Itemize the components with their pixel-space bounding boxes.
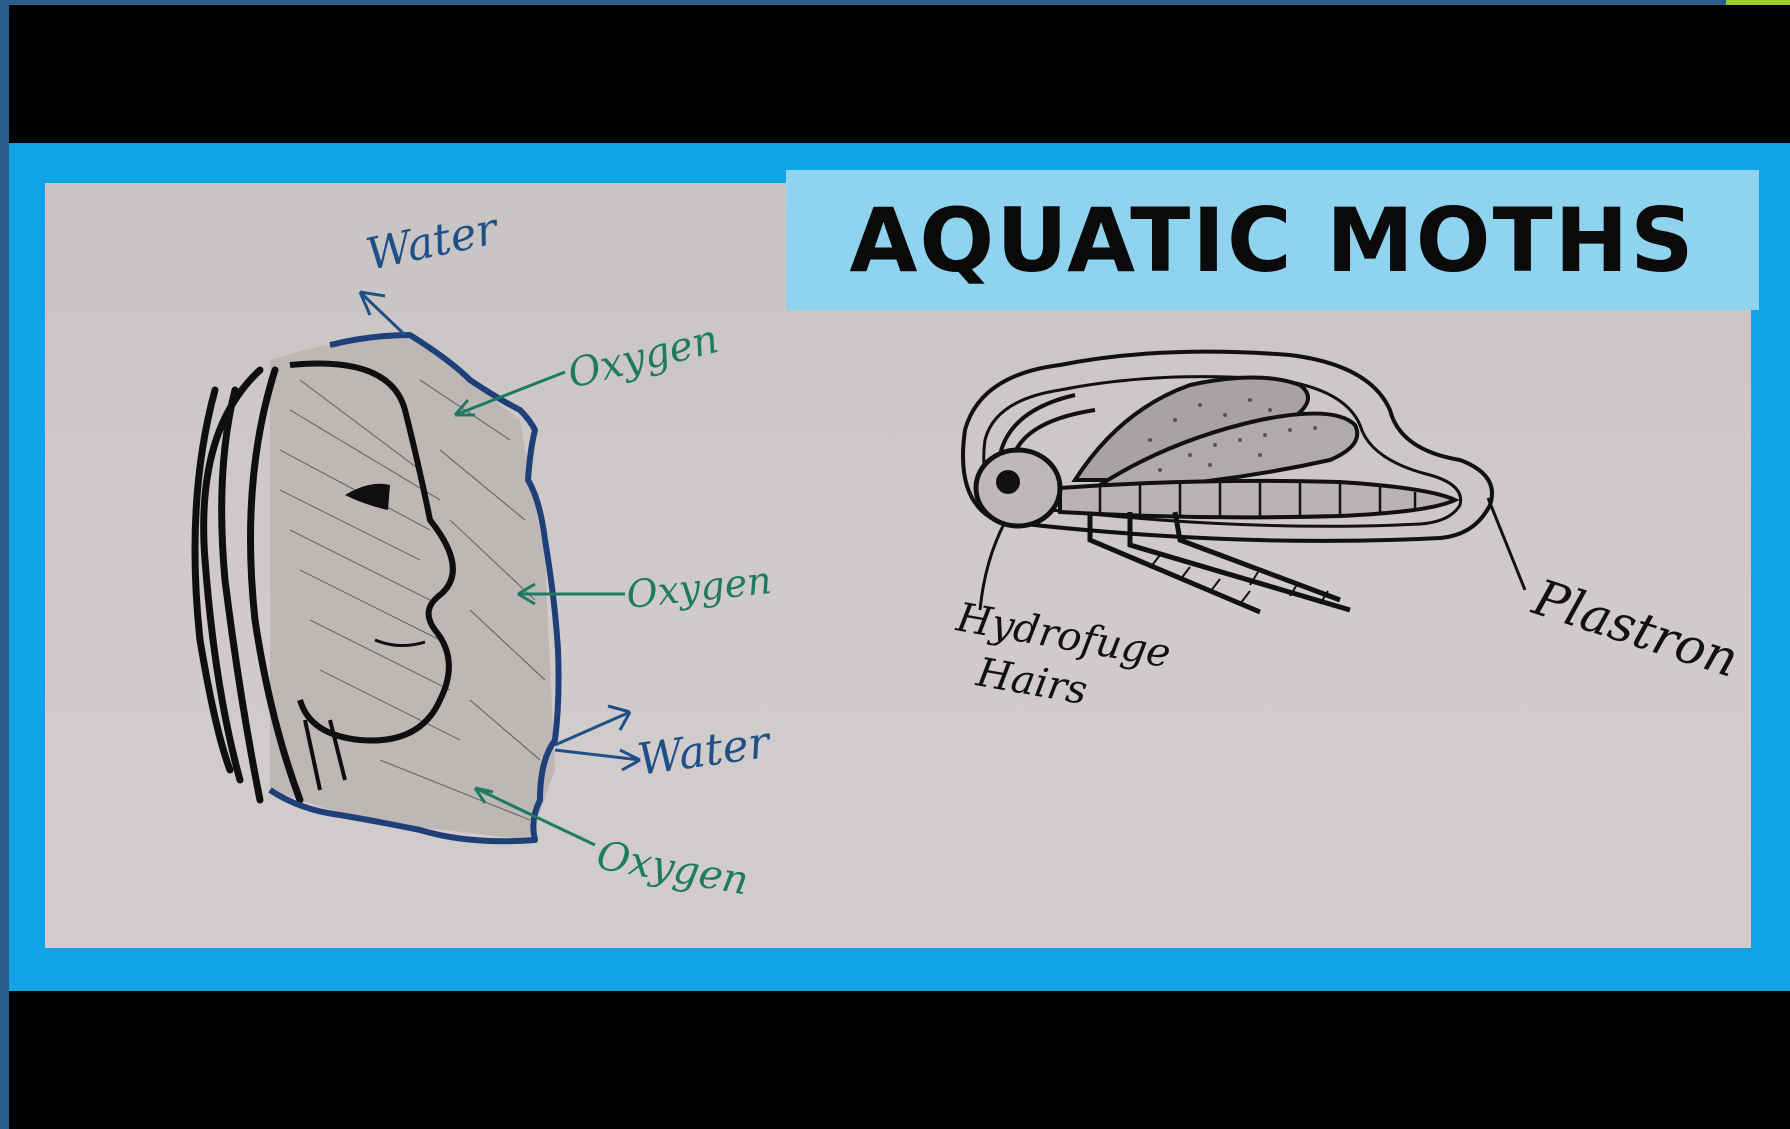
label-plastron: Plastron: [1525, 568, 1745, 689]
moth-abdomen: [1060, 481, 1455, 517]
label-water-bottom: Water: [634, 717, 775, 786]
water-out-bottom-arrow: [555, 706, 630, 745]
plastron-pointer: [1488, 498, 1525, 590]
label-oxygen-mid: Oxygen: [624, 558, 773, 617]
water-out-bottom-arrow-2: [555, 750, 640, 770]
label-oxygen-bottom: Oxygen: [593, 833, 752, 905]
hydrofuge-pointer: [980, 522, 1005, 610]
moth-drawing: [963, 352, 1525, 612]
moth-eye: [996, 470, 1020, 494]
label-water-top: Water: [362, 203, 505, 281]
label-oxygen-top: Oxygen: [563, 316, 723, 398]
water-out-top-arrow: [360, 292, 405, 335]
